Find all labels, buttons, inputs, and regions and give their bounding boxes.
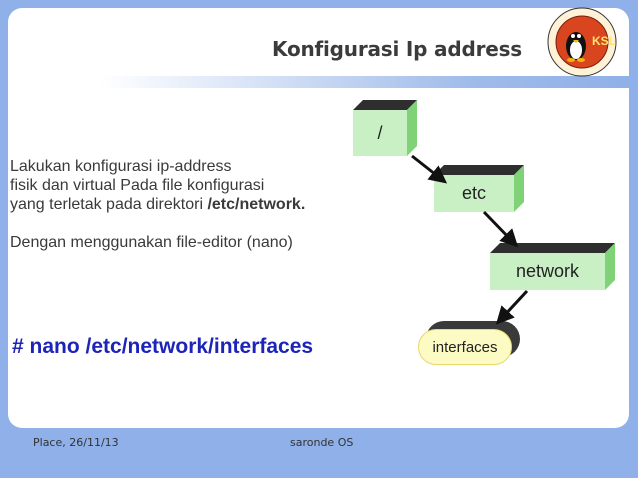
tux-penguin-logo-icon: KSL	[547, 7, 617, 77]
body-bold-path: /etc/network.	[207, 196, 306, 213]
diagram-root-box: /	[353, 110, 407, 156]
box-side-face	[407, 100, 417, 156]
body-line-3-text: yang terletak pada direktori	[10, 196, 208, 213]
root-label: /	[377, 122, 383, 143]
diagram-network-box: network	[490, 253, 605, 290]
diagram-interfaces-pill: interfaces	[418, 321, 520, 365]
body-line-3: yang terletak pada direktori /etc/networ…	[10, 195, 305, 214]
etc-label: etc	[461, 183, 486, 203]
box-side-face	[514, 165, 524, 212]
title-underline-bar	[100, 76, 632, 88]
network-label: network	[515, 261, 580, 281]
box-top-face	[353, 100, 417, 110]
box-top-face	[434, 165, 524, 175]
arrow-etc-to-network	[482, 210, 519, 248]
logo-badge-text: KSL	[592, 34, 616, 48]
interfaces-label: interfaces	[418, 329, 512, 365]
box-side-face	[605, 243, 615, 290]
footer-center: saronde OS	[290, 436, 354, 449]
diagram-etc-box: etc	[434, 175, 514, 212]
body-line-editor: Dengan menggunakan file-editor (nano)	[10, 234, 293, 251]
box-top-face	[490, 243, 615, 253]
body-text: Lakukan konfigurasi ip-address fisik dan…	[10, 157, 305, 252]
command-text: # nano /etc/network/interfaces	[12, 335, 314, 358]
arrow-network-to-interfaces	[495, 289, 529, 325]
body-line-1: Lakukan konfigurasi ip-address	[10, 158, 232, 175]
slide-title: Konfigurasi Ip address	[272, 37, 523, 61]
body-line-2: fisik dan virtual Pada file konfigurasi	[10, 177, 265, 194]
footer-left: Place, 26/11/13	[33, 436, 119, 449]
arrow-root-to-etc	[411, 154, 448, 184]
